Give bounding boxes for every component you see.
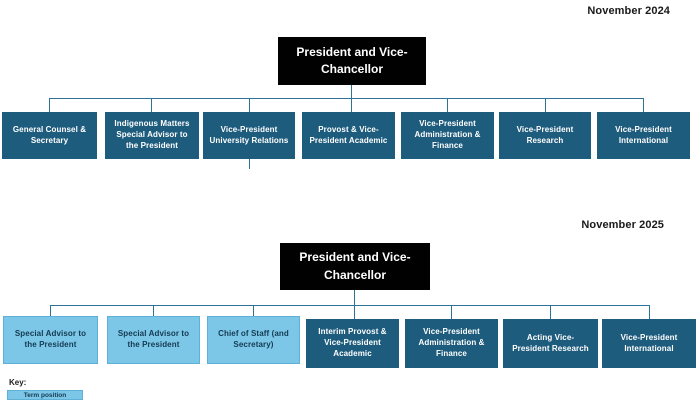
connector-line xyxy=(550,305,551,319)
org-box-chief-of-staff: Chief of Staff (and Secretary) xyxy=(207,316,300,364)
key-term-position-swatch: Term position xyxy=(7,390,83,400)
org-box-interim-provost: Interim Provost & Vice-President Academi… xyxy=(306,319,399,368)
connector-line xyxy=(649,305,650,319)
org-box-vp-international-2024: Vice-President International xyxy=(597,112,690,159)
president-box-2025: President and Vice-Chancellor xyxy=(280,243,430,290)
connector-line xyxy=(447,98,448,112)
org-box-indigenous-matters-advisor: Indigenous Matters Special Advisor to th… xyxy=(105,112,199,159)
key-term-position-label: Term position xyxy=(23,391,67,399)
connector-line xyxy=(49,98,50,112)
org-box-acting-vp-research: Acting Vice-President Research xyxy=(503,319,598,368)
org-box-vp-university-relations: Vice-President University Relations xyxy=(203,112,295,159)
org-box-special-advisor-1: Special Advisor to the President xyxy=(3,316,98,364)
connector-line xyxy=(253,305,254,316)
president-box-2024: President and Vice-Chancellor xyxy=(278,37,426,85)
org-box-vp-admin-finance-2025: Vice-President Administration & Finance xyxy=(405,319,498,368)
org-box-provost-vp-academic: Provost & Vice-President Academic xyxy=(302,112,395,159)
date-label-2024: November 2024 xyxy=(587,5,670,17)
connector-line xyxy=(153,305,154,316)
connector-line xyxy=(451,305,452,319)
org-box-special-advisor-2: Special Advisor to the President xyxy=(107,316,200,364)
key-label: Key: xyxy=(9,378,27,387)
connector-line xyxy=(50,305,649,306)
date-label-2025: November 2025 xyxy=(581,219,664,231)
org-box-vp-admin-finance-2024: Vice-President Administration & Finance xyxy=(401,112,494,159)
connector-line xyxy=(545,98,546,112)
org-box-vp-international-2025: Vice-President International xyxy=(602,319,696,368)
connector-line xyxy=(151,98,152,112)
org-box-general-counsel-secretary: General Counsel & Secretary xyxy=(2,112,97,159)
connector-line xyxy=(49,98,644,99)
connector-line xyxy=(249,98,250,112)
connector-line xyxy=(643,98,644,112)
connector-stub-below-university-relations xyxy=(249,159,250,169)
connector-line xyxy=(50,305,51,316)
org-box-vp-research: Vice-President Research xyxy=(499,112,591,159)
